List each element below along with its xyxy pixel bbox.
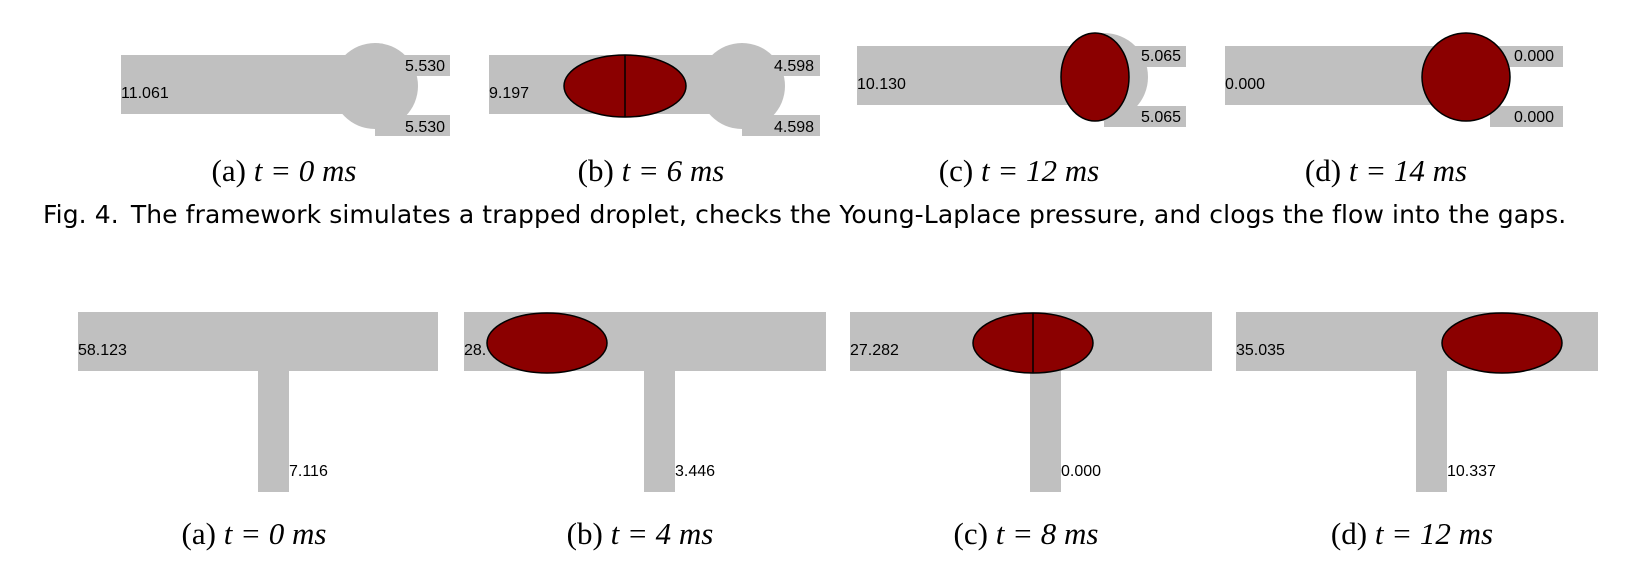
fig5-panel-c-diagram: [850, 312, 1212, 492]
fig4b-upper-gap-pressure: 4.598: [774, 58, 815, 75]
fig4c-upper-gap-pressure: 5.065: [1141, 48, 1182, 65]
fig5-subcaption-a-prefix: (a): [181, 516, 216, 551]
fig5-subcaption-b: (b) t = 4 ms: [567, 518, 714, 549]
fig5-subcaption-b-time: t = 4 ms: [610, 516, 714, 551]
fig4-subcaption-c: (c) t = 12 ms: [939, 155, 1099, 186]
fig4c-lower-gap-pressure: 5.065: [1141, 109, 1182, 126]
fig4-caption-number: Fig. 4.: [43, 200, 119, 229]
fig4-panel-d: [0, 0, 1580, 150]
fig4d-lower-gap-pressure: 0.000: [1514, 109, 1555, 126]
fig5-subcaption-d: (d) t = 12 ms: [1331, 518, 1493, 549]
fig4-panel-d-diagram: [1225, 32, 1563, 127]
fig5-subcaption-a: (a) t = 0 ms: [182, 518, 327, 549]
fig4-panel-a: [0, 0, 460, 150]
fig5b-branch-pressure: 3.446: [675, 463, 716, 480]
fig4d-lower-gap: [1490, 106, 1563, 127]
fig5c-main-pressure: 27.282: [850, 342, 899, 359]
fig5d-side-branch: [1416, 371, 1447, 492]
fig5-panel-a-diagram: [78, 312, 438, 492]
fig4b-inlet-pressure: 9.197: [489, 85, 530, 102]
fig5a-main-pressure: 58.123: [78, 342, 127, 359]
fig5d-branch-pressure: 10.337: [1447, 463, 1496, 480]
fig4-subcaption-b-time: t = 6 ms: [621, 153, 725, 188]
fig4-subcaption-d-prefix: (d): [1304, 153, 1342, 188]
fig4-panel-b: [0, 0, 830, 150]
fig5b-side-branch: [644, 371, 675, 492]
fig5d-main-pressure: 35.035: [1236, 342, 1285, 359]
fig4d-upper-gap: [1490, 46, 1563, 67]
fig4-subcaption-d: (d) t = 14 ms: [1305, 155, 1467, 186]
fig5-panel-d: [1236, 312, 1598, 492]
fig4b-lower-gap-pressure: 4.598: [774, 119, 815, 136]
fig5c-branch-pressure: 0.000: [1061, 463, 1102, 480]
fig5a-branch-pressure: 7.116: [289, 463, 328, 480]
fig4d-inlet-pressure: 0.000: [1225, 76, 1266, 93]
fig5-panel-b: [0, 0, 850, 500]
fig4a-inlet-pressure: 11.061: [121, 85, 169, 102]
fig4d-upper-gap-pressure: 0.000: [1514, 48, 1555, 65]
fig5-panel-b-diagram: [464, 312, 826, 492]
fig4a-lower-gap-pressure: 5.530: [405, 119, 446, 136]
fig5b-droplet: [486, 312, 608, 374]
fig4c-lower-gap: [1104, 106, 1186, 127]
fig5a-side-branch: [258, 371, 289, 492]
fig4-panel-c-diagram: [857, 32, 1186, 127]
fig4d-droplet: [1421, 32, 1511, 122]
fig5-panel-a: [0, 0, 460, 500]
fig4-caption: Fig. 4. The framework simulates a trapped…: [43, 196, 1603, 234]
fig4-subcaption-c-time: t = 12 ms: [980, 153, 1100, 188]
fig4-subcaption-a: (a) t = 0 ms: [212, 155, 357, 186]
fig5-subcaption-d-time: t = 12 ms: [1374, 516, 1494, 551]
fig4-panel-a-diagram: [121, 43, 450, 136]
fig4-panel-c: [0, 0, 1210, 150]
fig4-caption-text: The framework simulates a trapped drople…: [130, 200, 1567, 229]
fig4-subcaption-c-prefix: (c): [938, 153, 974, 188]
fig4a-upper-gap: [375, 55, 450, 76]
fig5-subcaption-a-time: t = 0 ms: [223, 516, 327, 551]
fig4a-upper-gap-pressure: 5.530: [405, 58, 446, 75]
fig5-subcaption-c-time: t = 8 ms: [995, 516, 1099, 551]
fig4-subcaption-a-time: t = 0 ms: [253, 153, 357, 188]
fig4-subcaption-a-prefix: (a): [211, 153, 246, 188]
fig4-subcaption-d-time: t = 14 ms: [1348, 153, 1468, 188]
fig5-subcaption-d-prefix: (d): [1330, 516, 1368, 551]
fig5-subcaption-b-prefix: (b): [566, 516, 603, 551]
fig4-subcaption-b-prefix: (b): [577, 153, 614, 188]
fig4b-upper-gap: [742, 55, 820, 76]
fig5-subcaption-c: (c) t = 8 ms: [954, 518, 1099, 549]
fig4b-lower-gap: [742, 115, 820, 136]
fig4-panel-b-diagram: [489, 43, 820, 136]
fig5-panel-d-diagram: [1236, 312, 1598, 492]
fig5b-main-pressure: 28.: [464, 342, 487, 359]
fig4c-droplet: [1060, 32, 1130, 122]
fig5a-main-channel: [78, 312, 438, 371]
fig5-subcaption-c-prefix: (c): [953, 516, 988, 551]
fig4-subcaption-b: (b) t = 6 ms: [578, 155, 725, 186]
fig4c-inlet-pressure: 10.130: [857, 76, 906, 93]
fig5-panel-c: [850, 312, 1212, 492]
fig4a-lower-gap: [375, 115, 450, 136]
fig5c-side-branch: [1030, 371, 1061, 492]
fig5d-droplet: [1441, 312, 1563, 374]
